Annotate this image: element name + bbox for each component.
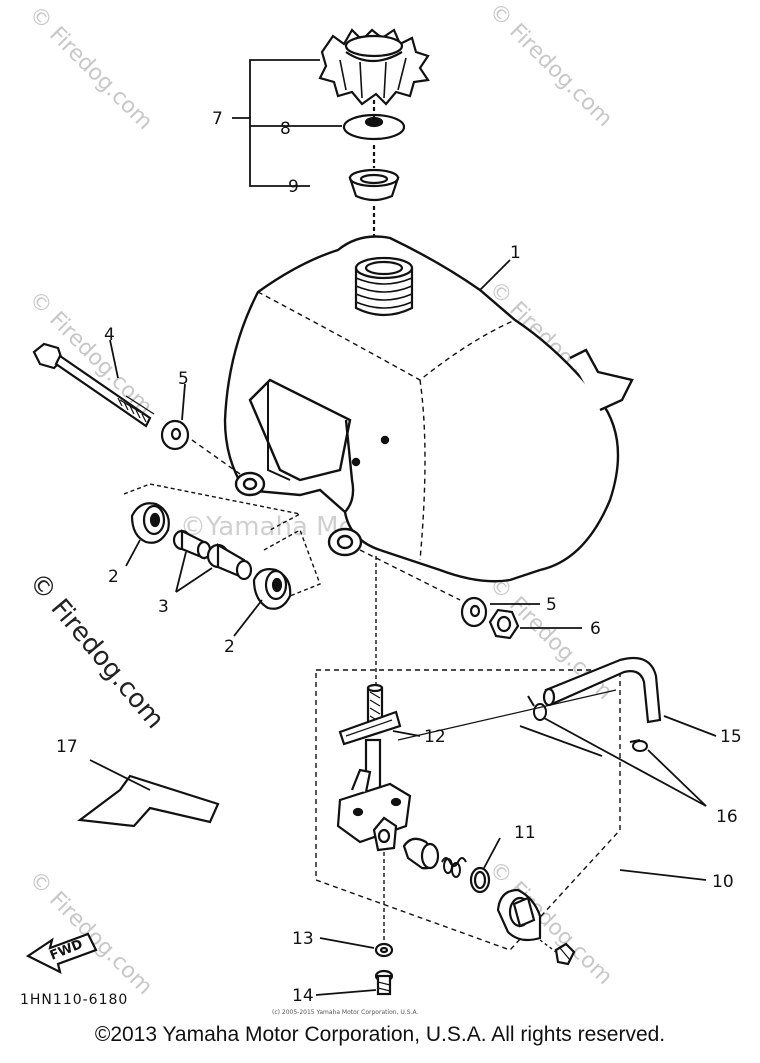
callout-2-upper: 2 [108, 567, 119, 587]
watermark-bottom-left: © Firedog.com [24, 867, 157, 1000]
callout-1: 1 [510, 243, 521, 263]
grommet-lower [252, 568, 292, 610]
cap-seal [348, 145, 400, 255]
callout-7: 7 [212, 109, 223, 129]
cover-plate [496, 888, 557, 953]
callout-13: 13 [292, 929, 314, 949]
fuel-tank [223, 235, 634, 583]
callout-5-lower: 5 [546, 595, 557, 615]
o-ring-11 [469, 866, 491, 894]
callout-3: 3 [158, 597, 169, 617]
callout-15: 15 [720, 727, 742, 747]
callout-11: 11 [514, 823, 536, 843]
mounting-bolt [32, 342, 155, 428]
callout-10: 10 [712, 872, 734, 892]
washer-13 [374, 852, 394, 958]
callout-2-lower: 2 [224, 637, 235, 657]
callout-bracket-7 [232, 59, 342, 187]
callout-14: 14 [292, 986, 314, 1006]
grommet-upper [130, 502, 170, 544]
small-notice: (c) 2005-2015 Yamaha Motor Corporation, … [272, 1009, 418, 1016]
callout-5-upper: 5 [178, 369, 189, 389]
watermark-top-right: © Firedog.com [484, 0, 617, 132]
callout-numbers: 1 2 2 3 4 5 5 6 7 8 9 10 11 12 13 14 15 … [56, 109, 742, 1006]
hose-clip-upper [527, 695, 547, 721]
fwd-arrow [25, 932, 98, 975]
part-code: 1HN110-6180 [20, 992, 128, 1008]
washer-lower [359, 549, 488, 628]
filler-neck [354, 256, 414, 317]
callout-4: 4 [104, 325, 115, 345]
fuel-cap [318, 28, 430, 106]
callout-16: 16 [716, 807, 738, 827]
fuel-cock-outline [315, 669, 621, 951]
fuel-cock-body [336, 738, 412, 852]
mount-group-outline [123, 483, 321, 597]
collar-lower [206, 543, 253, 581]
callout-12: 12 [424, 727, 446, 747]
fuel-strainer [366, 556, 384, 730]
watermark-top-left: © Firedog.com [24, 2, 157, 135]
callout-8: 8 [280, 119, 291, 139]
screw-14 [374, 969, 394, 996]
callout-9: 9 [288, 177, 299, 197]
o-ring-12 [338, 710, 402, 746]
flange-nut [488, 608, 520, 640]
leader-lines [89, 259, 717, 996]
valve-lever [402, 837, 440, 870]
spring [441, 857, 467, 878]
decal [77, 774, 220, 828]
watermark-side: © Firedog.com [23, 567, 170, 734]
callout-6: 6 [590, 619, 601, 639]
washer-upper [160, 419, 241, 475]
callout-17: 17 [56, 737, 78, 757]
cap-gasket [342, 100, 406, 141]
cover-screw [554, 942, 576, 966]
copyright-footer: ©2013 Yamaha Motor Corporation, U.S.A. A… [94, 1023, 666, 1046]
collar-upper [172, 529, 212, 560]
hose-clip-lower [629, 739, 648, 752]
